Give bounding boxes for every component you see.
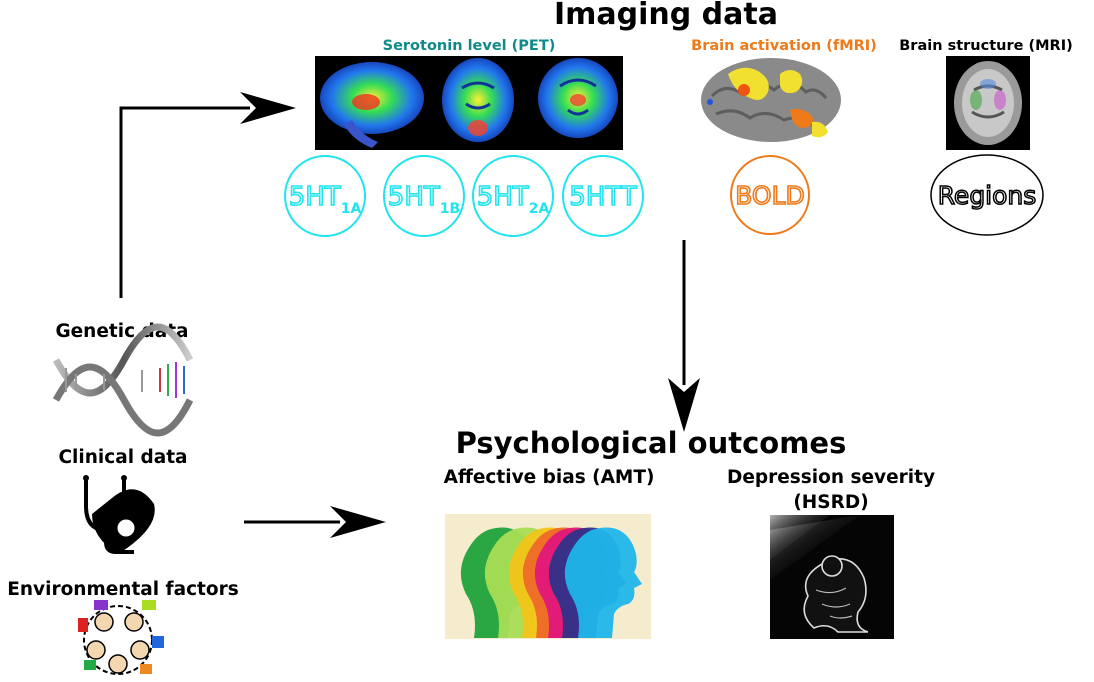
regions-label: Regions	[938, 181, 1037, 210]
regions-ellipse: Regions	[930, 154, 1044, 236]
receptor-5ht1a: 5HT1A	[284, 155, 366, 237]
fmri-label: Brain activation (fMRI)	[691, 38, 877, 54]
environmental-label: Environmental factors	[7, 579, 239, 600]
people-circle-icon	[78, 600, 164, 675]
dna-icon	[52, 323, 194, 437]
clinical-label: Clinical data	[58, 447, 187, 468]
fmri-brain-image	[699, 55, 845, 150]
imaging-title: Imaging data	[554, 0, 778, 32]
stethoscope-heart-icon	[83, 475, 155, 554]
mri-brain-image	[946, 56, 1030, 150]
receptor-5ht1b-base: 5HT	[388, 182, 440, 212]
svg-text:5HT1B: 5HT1B	[388, 182, 460, 217]
receptor-5ht2a: 5HT2A	[472, 155, 554, 237]
bold-circle: BOLD	[730, 155, 810, 235]
depression-label-line1: Depression severity	[727, 467, 935, 488]
receptor-5ht1b: 5HT1B	[383, 155, 465, 237]
receptor-5ht1a-sub: 1A	[341, 201, 362, 217]
bold-label: BOLD	[735, 181, 805, 210]
depressed-figure-image	[770, 515, 894, 639]
imaging-to-outcomes-arrow	[668, 240, 700, 432]
affective-bias-label: Affective bias (AMT)	[444, 467, 655, 488]
svg-text:5HT2A: 5HT2A	[477, 182, 550, 217]
receptor-circles: 5HT1A 5HT1B 5HT2A 5HTT	[284, 155, 644, 237]
receptor-5ht2a-sub: 2A	[529, 201, 550, 217]
pet-label: Serotonin level (PET)	[383, 38, 556, 54]
receptor-5htt: 5HTT	[562, 155, 644, 237]
clinical-to-outcomes-arrow	[244, 506, 386, 538]
receptor-5ht1a-base: 5HT	[289, 182, 341, 212]
pet-scan-image	[315, 56, 623, 150]
genetic-to-imaging-arrow	[119, 92, 296, 298]
receptor-5ht2a-base: 5HT	[477, 182, 529, 212]
depression-label-line2: (HSRD)	[793, 492, 868, 513]
outcomes-title: Psychological outcomes	[456, 426, 847, 460]
receptor-5htt-base: 5HTT	[569, 182, 637, 212]
colored-heads-image	[445, 514, 651, 639]
receptor-5ht1b-sub: 1B	[440, 201, 460, 217]
mri-label: Brain structure (MRI)	[899, 38, 1073, 54]
svg-text:5HT1A: 5HT1A	[289, 182, 362, 217]
